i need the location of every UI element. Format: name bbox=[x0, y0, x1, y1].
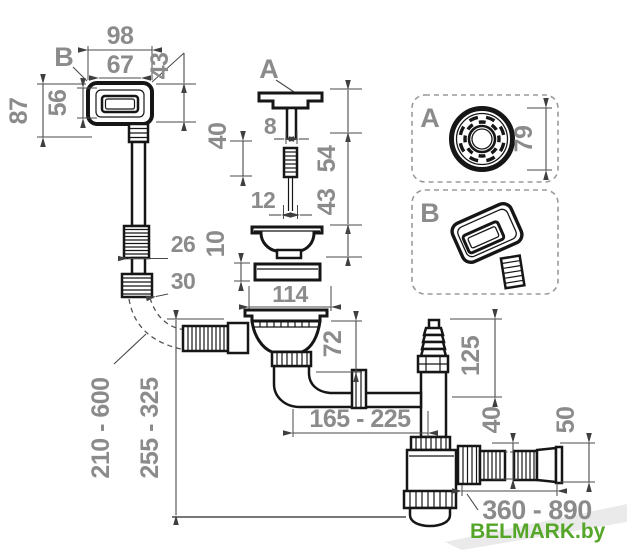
dim-outlet-range: 360 - 890 bbox=[482, 495, 592, 525]
overflow-cover-3d bbox=[450, 201, 526, 290]
gasket-ring bbox=[253, 262, 322, 282]
dim-outlet-diameter: 40 bbox=[478, 407, 506, 434]
waste-outlet bbox=[456, 444, 564, 486]
dim-stroke: 40 bbox=[204, 123, 232, 150]
strainer-top-view bbox=[449, 106, 515, 172]
watermark-text: BELMARK.by bbox=[470, 520, 606, 543]
dim-install-range: 255 - 325 bbox=[136, 377, 164, 479]
dim-ring: 10 bbox=[202, 231, 230, 258]
dim-overflow-depth: 43 bbox=[146, 53, 174, 80]
overflow-spout-drawing bbox=[86, 81, 154, 299]
dim-hose-coupler: 30 bbox=[171, 268, 196, 294]
outlet-elbow-pipe bbox=[272, 364, 423, 409]
dim-upper: 54 bbox=[313, 145, 341, 172]
siphon-assembly bbox=[181, 308, 564, 528]
watermark-band bbox=[445, 504, 627, 550]
bottle-trap bbox=[402, 435, 458, 528]
label-view-a: A bbox=[420, 103, 440, 133]
overflow-dimensions: 98 67 43 56 87 B 26 30 bbox=[5, 22, 196, 302]
dim-pipe-range: 165 - 225 bbox=[309, 405, 411, 433]
basket-waste-parts: A 8 12 40 54 43 bbox=[202, 54, 362, 311]
barb-connector bbox=[416, 318, 450, 374]
overflow-inlet bbox=[181, 324, 230, 353]
dim-body-height: 72 bbox=[319, 331, 347, 358]
cap-plug bbox=[257, 91, 324, 110]
dim-overflow-slot-width: 67 bbox=[107, 51, 134, 79]
dim-screw: 12 bbox=[251, 187, 276, 213]
dim-lower: 43 bbox=[313, 189, 341, 216]
detail-view-b: B bbox=[411, 189, 559, 295]
detail-view-a: A 79 bbox=[411, 94, 559, 183]
hose-path: 210 - 600 255 - 325 bbox=[87, 297, 406, 525]
dim-branch-height: 125 bbox=[457, 335, 485, 376]
dim-overflow-width: 98 bbox=[107, 22, 134, 50]
dim-adapter-diameter: 50 bbox=[552, 407, 580, 434]
label-part-b: B bbox=[54, 42, 74, 72]
label-view-b: B bbox=[420, 198, 440, 228]
dim-flange: 114 bbox=[272, 281, 308, 307]
drain-flange bbox=[243, 308, 329, 323]
siphon-dimensions: 72 125 165 - 225 40 50 360 - 890 bbox=[283, 309, 595, 525]
dim-hose-length: 210 - 600 bbox=[87, 377, 115, 478]
screw bbox=[282, 146, 299, 179]
dim-overflow-slot-height: 56 bbox=[44, 90, 72, 117]
drain-body bbox=[250, 319, 322, 354]
dim-strainer-diameter: 79 bbox=[510, 126, 538, 153]
dim-overflow-height: 87 bbox=[5, 98, 33, 125]
dim-hose-diameter: 26 bbox=[171, 231, 196, 257]
label-part-a: A bbox=[259, 54, 279, 84]
overflow-hose bbox=[120, 122, 154, 299]
dim-pin: 8 bbox=[264, 113, 277, 139]
